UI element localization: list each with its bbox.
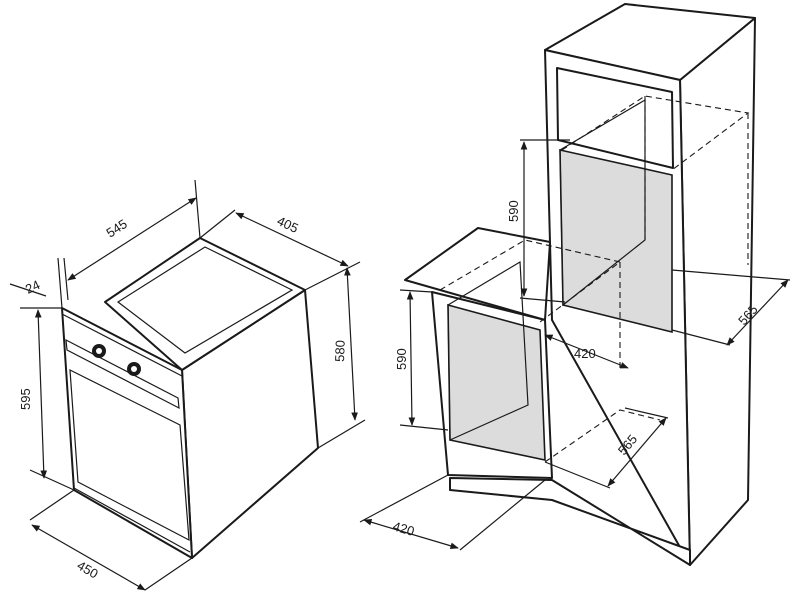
low-cabinet-base: [449, 477, 691, 566]
dim-label-depth-body: 405: [275, 213, 301, 236]
ext-line: [63, 257, 69, 301]
ext-line: [57, 257, 63, 309]
ext-line: [459, 479, 546, 551]
oven-drawing: 545 405 24 595 580 450: [9, 179, 366, 591]
dim-label-tall-niche-height: 590: [506, 200, 521, 222]
ext-line: [544, 461, 611, 489]
dim-line-tall-420: [544, 334, 629, 369]
tall-cabinet-side: [679, 17, 756, 566]
dashed-niche-top: [561, 95, 750, 171]
ext-line: [317, 419, 366, 449]
installation-drawing: 590 565 420 590 565 420: [359, 3, 791, 566]
ext-line: [671, 269, 791, 281]
oven-knob-left-center: [96, 348, 102, 354]
ext-line: [399, 289, 433, 293]
ext-line: [194, 179, 201, 239]
oven-knob-right-center: [131, 366, 137, 372]
ext-line: [359, 474, 449, 523]
under-niche-back: [447, 260, 529, 441]
oven-door: [69, 368, 190, 542]
dim-line-under-565: [607, 417, 667, 487]
ext-line: [671, 329, 731, 346]
dim-line-450: [31, 524, 146, 591]
dashed-lower-bottom: [544, 409, 661, 463]
ext-line: [304, 261, 361, 291]
oven-control-strip: [65, 338, 180, 410]
dim-label-under-niche-height: 590: [394, 348, 409, 370]
dim-label-front-width: 450: [75, 558, 101, 582]
dim-label-front-thickness: 24: [23, 277, 42, 297]
tall-niche-cavity: [559, 148, 673, 334]
dim-label-depth-total: 545: [103, 216, 129, 240]
ext-line: [519, 297, 566, 303]
under-niche-cavity: [447, 303, 546, 461]
dim-line-24: [9, 283, 47, 297]
ext-line: [144, 557, 193, 591]
dim-label-front-height: 595: [18, 388, 33, 410]
low-cabinet-top: [404, 227, 551, 321]
oven-door-bottom: [73, 487, 191, 553]
dim-line-tall-565: [726, 279, 789, 346]
dim-line-580: [344, 267, 358, 421]
ext-line: [199, 209, 236, 239]
ext-line: [399, 424, 449, 431]
dim-label-under-niche-width: 420: [391, 518, 416, 538]
dim-line-545: [67, 197, 197, 281]
ext-line: [29, 489, 75, 521]
dim-label-tall-niche-width: 420: [574, 346, 596, 361]
dim-line-595: [34, 309, 48, 479]
ext-line: [29, 469, 75, 491]
dim-line-under-420: [363, 518, 459, 550]
dim-line-under-590: [406, 291, 416, 426]
dim-label-body-height: 580: [332, 340, 348, 362]
ext-line: [624, 407, 669, 419]
oven-front-edge-top: [61, 313, 183, 377]
dim-line-405: [235, 212, 349, 267]
